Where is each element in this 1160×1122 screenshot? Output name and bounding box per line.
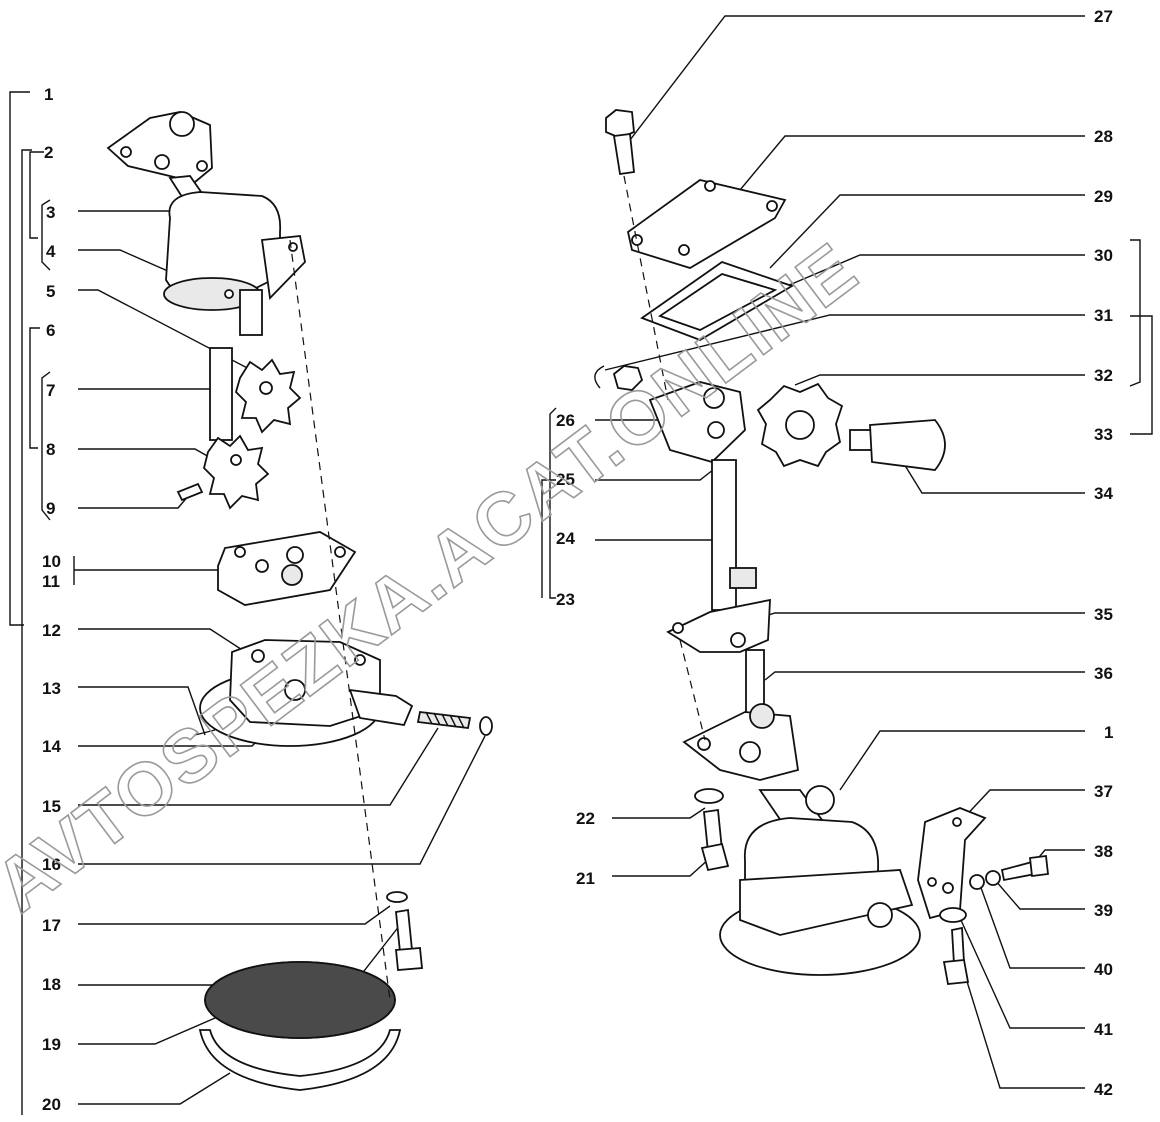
callout-21: 21 <box>576 869 595 888</box>
retaining-ring <box>479 716 493 736</box>
callout-37: 37 <box>1094 782 1113 801</box>
mounting-bolt <box>395 908 423 971</box>
gasket-inner <box>658 273 778 331</box>
callout-38: 38 <box>1094 842 1113 861</box>
right-alignment-line-upper <box>623 175 669 401</box>
callout-14: 14 <box>42 737 61 756</box>
callout-11: 11 <box>42 572 60 591</box>
washer-41 <box>939 907 967 923</box>
gear-shaft <box>209 347 233 441</box>
callout-5: 5 <box>46 282 55 301</box>
right-callout-labels: 27 28 29 30 31 32 33 34 35 36 1 37 38 39… <box>556 7 1113 1099</box>
callout-18: 18 <box>42 975 61 994</box>
pump-body <box>106 111 306 336</box>
drive-gear <box>234 358 302 434</box>
oil-strainer <box>198 961 402 1091</box>
driven-gear-33 <box>756 382 844 468</box>
callout-9: 9 <box>46 499 55 518</box>
top-cover <box>626 179 787 269</box>
cover-bolt <box>605 109 635 176</box>
callout-3: 3 <box>46 203 55 222</box>
callout-24: 24 <box>556 529 575 548</box>
callout-16: 16 <box>42 855 61 874</box>
callout-6: 6 <box>46 321 55 340</box>
sensor-34 <box>849 419 946 471</box>
callout-35: 35 <box>1094 605 1113 624</box>
right-pump-assembly <box>594 109 1049 985</box>
callout-25: 25 <box>556 470 575 489</box>
callout-31: 31 <box>1094 306 1113 325</box>
callout-36: 36 <box>1094 664 1113 683</box>
callout-7: 7 <box>46 381 55 400</box>
callout-39: 39 <box>1094 901 1113 920</box>
driven-gear <box>203 434 270 510</box>
callout-30: 30 <box>1094 246 1113 265</box>
nut <box>612 365 644 391</box>
callout-4: 4 <box>46 242 56 261</box>
drive-gear-housing <box>648 381 746 464</box>
left-pump-exploded <box>106 111 493 1091</box>
callout-1-right: 1 <box>1104 723 1113 742</box>
callout-13: 13 <box>42 679 61 698</box>
cover-plate <box>217 531 357 606</box>
callout-20: 20 <box>42 1095 61 1114</box>
bolt-21 <box>700 808 730 872</box>
bracket-37 <box>917 807 987 920</box>
callout-19: 19 <box>42 1035 61 1054</box>
pump-body-assembled <box>719 785 921 976</box>
callout-40: 40 <box>1094 960 1113 979</box>
callout-17: 17 <box>42 916 61 935</box>
relief-spring <box>416 711 472 729</box>
left-alignment-line <box>289 239 391 1001</box>
washer-39 <box>985 870 1001 886</box>
callout-32: 32 <box>1094 366 1113 385</box>
callout-15: 15 <box>42 797 61 816</box>
callout-27: 27 <box>1094 7 1113 26</box>
snap-ring <box>594 365 605 389</box>
bolt-38 <box>1000 854 1049 882</box>
callout-41: 41 <box>1094 1020 1113 1039</box>
right-alignment-line-lower <box>679 639 706 741</box>
pump-housing <box>194 639 414 747</box>
washer-22 <box>694 788 724 804</box>
pin <box>176 482 204 502</box>
callout-42: 42 <box>1094 1080 1113 1099</box>
drive-shaft <box>711 459 757 611</box>
callout-23: 23 <box>556 590 575 609</box>
callout-33: 33 <box>1094 425 1113 444</box>
left-brackets <box>9 91 75 1115</box>
callout-26: 26 <box>556 411 575 430</box>
washer <box>386 891 408 903</box>
callout-1: 1 <box>44 85 53 104</box>
callout-10: 10 <box>42 552 61 571</box>
callout-8: 8 <box>46 440 55 459</box>
callout-2: 2 <box>44 143 53 162</box>
washer-40 <box>969 874 985 890</box>
callout-12: 12 <box>42 621 61 640</box>
left-callout-labels: 1 2 3 4 5 6 7 8 9 10 11 12 13 14 15 16 1… <box>42 85 61 1114</box>
callout-34: 34 <box>1094 484 1113 503</box>
callout-29: 29 <box>1094 187 1113 206</box>
right-brackets <box>541 239 1153 599</box>
callout-28: 28 <box>1094 127 1113 146</box>
callout-22: 22 <box>576 809 595 828</box>
bolt-42 <box>942 926 970 985</box>
